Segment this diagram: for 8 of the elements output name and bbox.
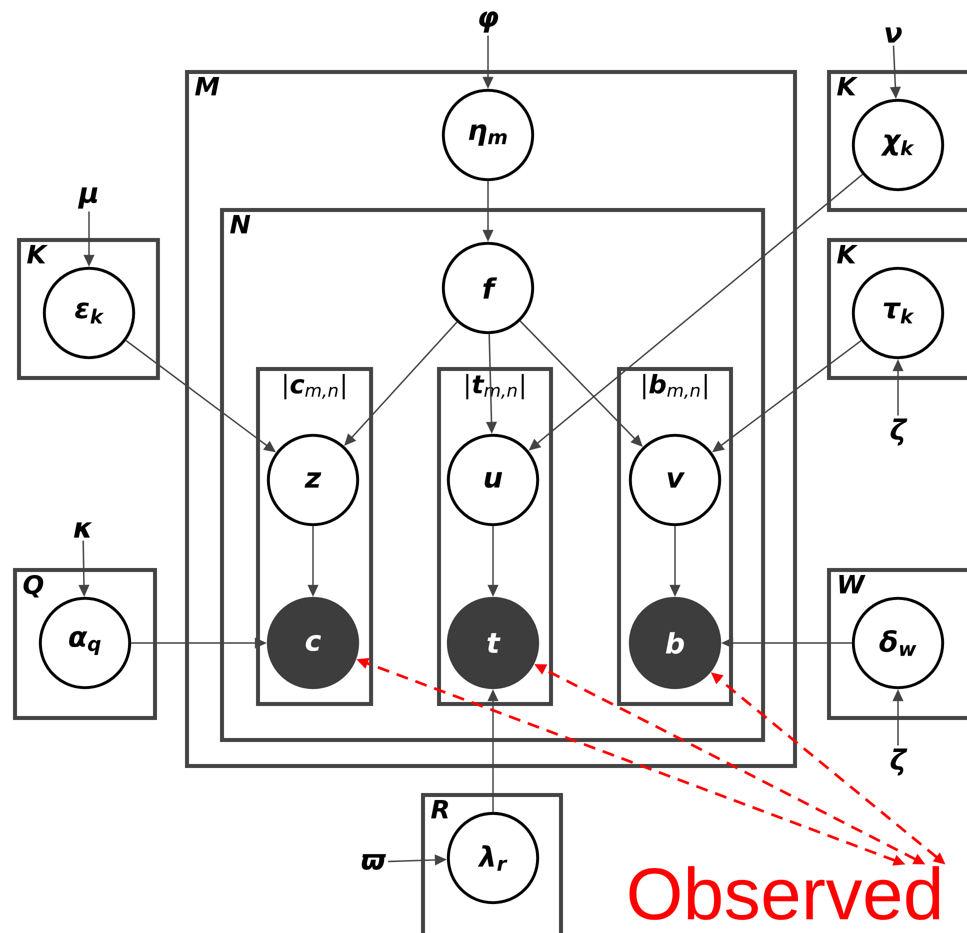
annotation-text: Observed: [630, 866, 940, 920]
hyperparameter-label: ϖ: [362, 854, 386, 870]
hyperparameter-label: ζ: [890, 418, 908, 446]
hyperparameter-label: ν: [885, 27, 902, 43]
hyperparameter-label: κ: [74, 522, 92, 538]
hyperparameter-label: ζ: [890, 748, 908, 776]
hyperparameter-label: φ: [479, 11, 498, 33]
hyperparameter-label: μ: [78, 187, 98, 209]
